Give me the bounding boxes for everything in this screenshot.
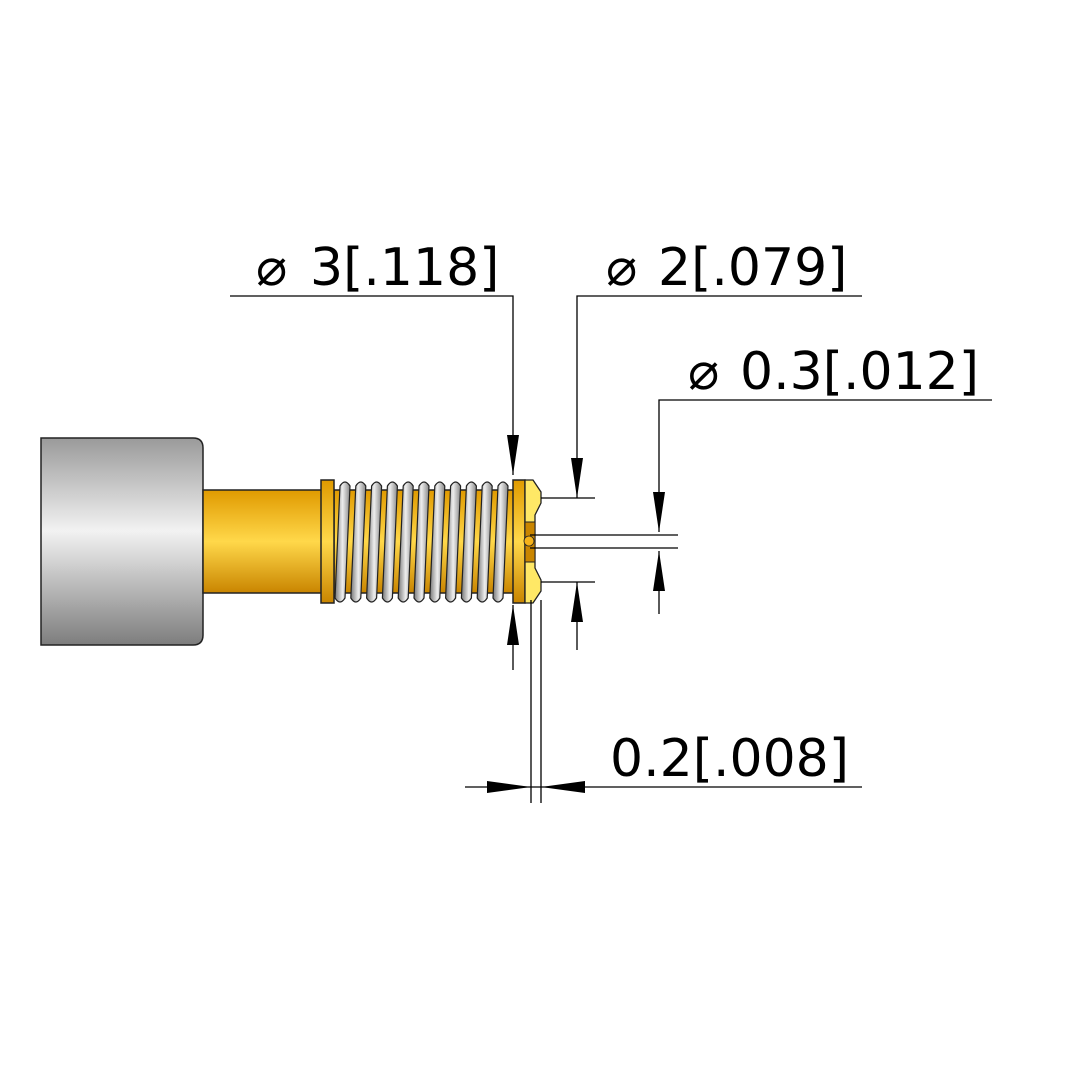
right-flange [512,479,526,604]
dimension-value: 0.2[.008] [610,729,849,789]
spring-coil [413,481,430,603]
plunger-head [40,437,204,646]
spring-coil [429,481,446,603]
spring-coil [476,481,493,603]
dimension-value: 3[.118] [310,238,499,298]
left-flange [320,479,335,604]
spring-coil [381,481,399,603]
tip-ball [523,535,535,547]
dimension-outer-diameter: ⌀ 3[.118] [256,238,499,298]
spring-coil [492,481,509,603]
probe-part [40,437,542,646]
spring-coil [365,481,383,603]
spring-coil [460,481,478,603]
spring-coil [397,481,414,603]
spring-coil [350,481,367,603]
dimension-tip-diameter: ⌀ 2[.079] [606,238,847,298]
diameter-symbol: ⌀ [256,238,287,298]
dimension-hole-diameter: ⌀ 0.3[.012] [688,342,979,402]
dimension-tip-length: 0.2[.008] [610,729,849,789]
dimension-value: 2[.079] [658,238,847,298]
spring-coil [334,481,351,603]
spring [334,481,509,603]
diameter-symbol: ⌀ [688,342,719,402]
dimension-lines [230,295,992,803]
shaft [202,489,323,594]
diameter-symbol: ⌀ [606,238,637,298]
dimension-value: 0.3[.012] [740,342,979,402]
spring-coil [444,481,462,603]
